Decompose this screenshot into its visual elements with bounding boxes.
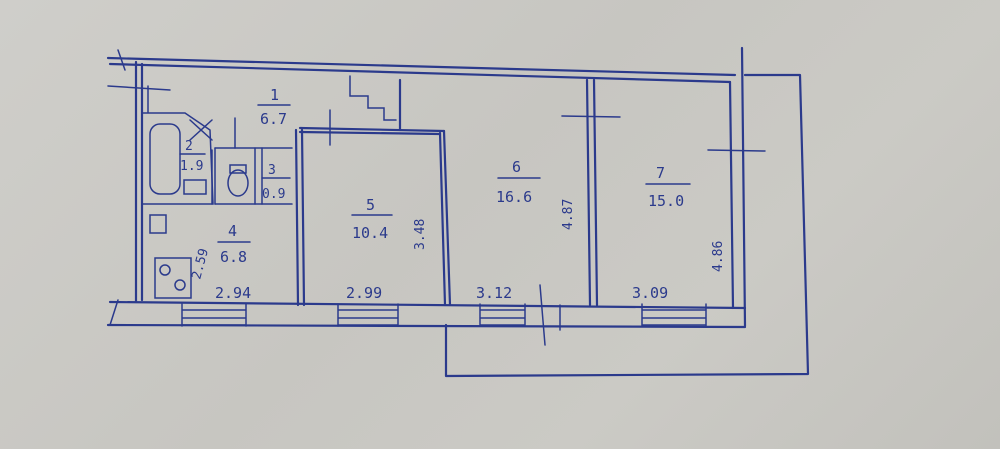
room-label-3: 3 0.9 xyxy=(261,163,291,202)
room-area-2: 1.9 xyxy=(180,159,203,174)
room-area-7: 15.0 xyxy=(648,192,684,210)
stove xyxy=(154,257,192,299)
dim-room6-width: 3.12 xyxy=(476,284,512,302)
dim-room5-width: 2.99 xyxy=(346,284,382,302)
sink xyxy=(149,214,167,234)
toilet xyxy=(227,169,249,197)
window-kitchen xyxy=(181,303,247,327)
room-label-5: 5 10.4 xyxy=(351,196,393,242)
window-room7 xyxy=(641,303,707,327)
dim-room6-depth: 4.87 xyxy=(561,199,576,230)
bathtub xyxy=(149,123,181,195)
room-number-5: 5 xyxy=(366,196,375,214)
dim-room7-depth: 4.86 xyxy=(711,241,726,272)
room-label-1: 1 6.7 xyxy=(257,86,291,128)
room-label-7: 7 15.0 xyxy=(645,164,691,210)
room-number-6: 6 xyxy=(512,158,521,176)
windows xyxy=(181,303,707,327)
room-number-1: 1 xyxy=(270,86,279,104)
dim-room5-depth: 3.48 xyxy=(413,219,428,250)
window-room6 xyxy=(479,303,526,327)
interior-walls xyxy=(141,75,599,307)
room-label-2: 2 1.9 xyxy=(179,139,206,174)
room-area-6: 16.6 xyxy=(496,188,532,206)
dim-kitchen-width: 2.94 xyxy=(215,284,251,302)
fixtures xyxy=(149,119,249,299)
room-number-2: 2 xyxy=(185,139,193,154)
room-label-6: 6 16.6 xyxy=(496,158,541,206)
room-area-3: 0.9 xyxy=(262,187,285,202)
room-number-4: 4 xyxy=(228,222,237,240)
axis-ticks xyxy=(107,49,766,346)
room-area-1: 6.7 xyxy=(260,110,287,128)
room-number-7: 7 xyxy=(656,164,665,182)
dim-kitchen-depth: 2.59 xyxy=(189,247,212,281)
window-room5 xyxy=(337,303,399,327)
room-number-3: 3 xyxy=(268,163,276,178)
room-area-5: 10.4 xyxy=(352,224,388,242)
room-area-4: 6.8 xyxy=(220,248,247,266)
dim-room7-width: 3.09 xyxy=(632,284,668,302)
room-label-4: 4 6.8 xyxy=(217,222,251,266)
dimension-labels: 2.94 2.99 3.12 3.09 2.59 3.48 4.87 4.86 xyxy=(189,199,726,302)
outer-walls xyxy=(106,46,810,378)
